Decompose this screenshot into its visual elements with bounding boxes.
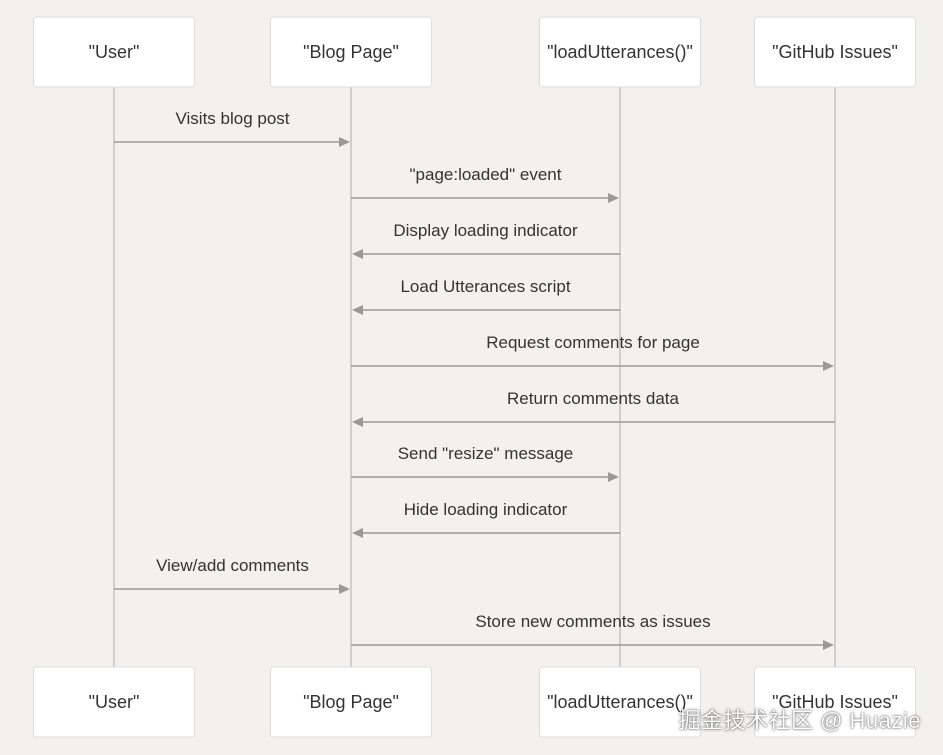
arrowhead [823, 361, 834, 371]
arrowhead [352, 249, 363, 259]
actor-box [539, 666, 701, 738]
actor-label: "loadUtterances()" [547, 692, 693, 712]
message-8: Hide loading indicator [352, 500, 620, 538]
message-4: Load Utterances script [352, 277, 620, 315]
actor-user-bottom: "User" [33, 666, 195, 738]
arrowhead [823, 640, 834, 650]
actor-box [539, 16, 701, 88]
actors-bottom: "User" "Blog Page" "loadUtterances()" "GitH… [33, 666, 916, 738]
message-label: "page:loaded" event [410, 165, 562, 184]
watermark: 掘金技术社区 @ Huazie [678, 708, 921, 733]
message-label: Send "resize" message [398, 444, 574, 463]
actor-label: "User" [89, 42, 140, 62]
actor-load-bottom: "loadUtterances()" [539, 666, 701, 738]
message-label: Display loading indicator [393, 221, 578, 240]
message-label: Load Utterances script [400, 277, 570, 296]
actor-box [754, 16, 916, 88]
actor-box [270, 666, 432, 738]
actor-box [754, 666, 916, 738]
actor-load-top: "loadUtterances()" [539, 16, 701, 88]
actor-box [33, 16, 195, 88]
actor-blog-top: "Blog Page" [270, 16, 432, 88]
actor-user-top: "User" [33, 16, 195, 88]
message-9: View/add comments [114, 556, 350, 594]
arrowhead [339, 137, 350, 147]
message-label: Hide loading indicator [404, 500, 568, 519]
messages: Visits blog post "page:loaded" eventDispl… [114, 109, 835, 650]
arrowhead [352, 417, 363, 427]
lifelines [113, 87, 836, 667]
message-label: Return comments data [507, 389, 680, 408]
actor-blog-bottom: "Blog Page" [270, 666, 432, 738]
actor-label: "loadUtterances()" [547, 42, 693, 62]
arrowhead [608, 193, 619, 203]
message-label: Visits blog post [175, 109, 289, 128]
actor-box [270, 16, 432, 88]
actor-label: "GitHub Issues" [772, 692, 898, 712]
message-5: Request comments for page [351, 333, 834, 371]
message-7: Send "resize" message [351, 444, 619, 482]
actors-top: "User" "Blog Page" "loadUtterances()" "GitH… [33, 16, 916, 88]
actor-github-top: "GitHub Issues" [754, 16, 916, 88]
message-label: Store new comments as issues [475, 612, 710, 631]
message-1: Visits blog post [114, 109, 350, 147]
message-label: Request comments for page [486, 333, 700, 352]
message-label: View/add comments [156, 556, 309, 575]
actor-github-bottom: "GitHub Issues" [754, 666, 916, 738]
actor-label: "Blog Page" [303, 42, 399, 62]
actor-label: "User" [89, 692, 140, 712]
message-10: Store new comments as issues [351, 612, 834, 650]
arrowhead [339, 584, 350, 594]
actor-label: "Blog Page" [303, 692, 399, 712]
actor-label: "GitHub Issues" [772, 42, 898, 62]
message-3: Display loading indicator [352, 221, 620, 259]
arrowhead [608, 472, 619, 482]
message-2: "page:loaded" event [351, 165, 619, 203]
arrowhead [352, 528, 363, 538]
arrowhead [352, 305, 363, 315]
message-6: Return comments data [352, 389, 835, 427]
actor-box [33, 666, 195, 738]
